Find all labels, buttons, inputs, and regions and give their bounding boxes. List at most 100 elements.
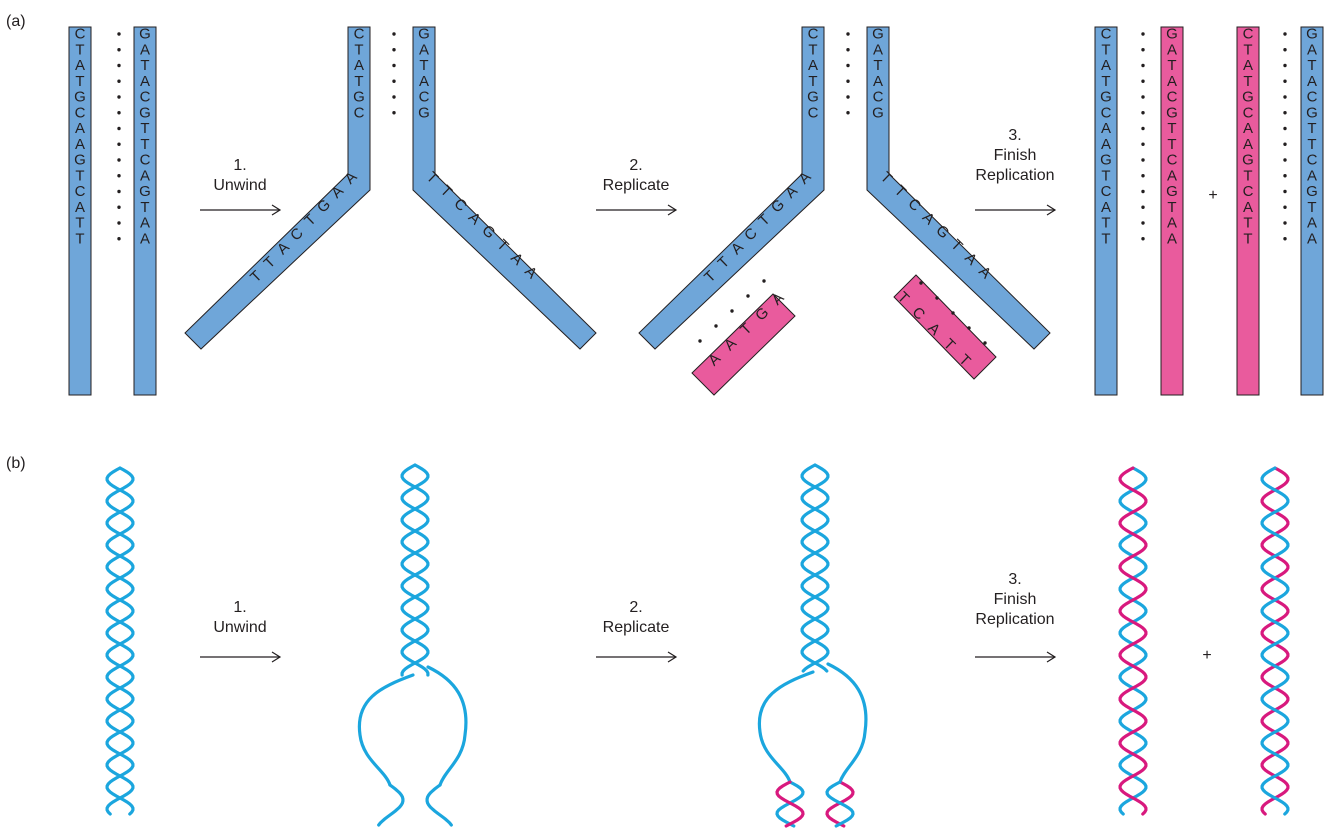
base-letter: A bbox=[75, 120, 85, 137]
base-pair-dot bbox=[846, 32, 850, 36]
step-number: 3. bbox=[1008, 127, 1021, 144]
base-letter: T bbox=[1307, 57, 1316, 74]
base-pair-dot bbox=[117, 79, 121, 83]
base-pair-dots bbox=[846, 32, 850, 115]
base-letter: C bbox=[140, 152, 151, 169]
unwound-strand bbox=[757, 670, 815, 784]
base-letter: A bbox=[1101, 136, 1111, 153]
helix-strand bbox=[1260, 466, 1290, 816]
base-letter: G bbox=[139, 26, 151, 43]
base-letter: T bbox=[1243, 73, 1252, 90]
helix-strand bbox=[400, 463, 430, 677]
helix-strand bbox=[105, 466, 135, 816]
base-pair-dot bbox=[762, 279, 766, 283]
base-letter: C bbox=[808, 104, 819, 121]
base-pair-dot bbox=[392, 48, 396, 52]
base-letter: C bbox=[1307, 89, 1318, 106]
step-number: 1. bbox=[233, 157, 246, 174]
unwound-strand bbox=[357, 673, 415, 787]
base-letter: T bbox=[1307, 120, 1316, 137]
base-letter: G bbox=[1166, 26, 1178, 43]
base-letter: A bbox=[808, 57, 818, 74]
base-letter: G bbox=[1166, 104, 1178, 121]
step-text: Replication bbox=[975, 611, 1054, 628]
base-letter: T bbox=[1167, 199, 1176, 216]
arrow-head bbox=[271, 204, 282, 216]
base-letter: T bbox=[1307, 199, 1316, 216]
base-letter: A bbox=[140, 215, 150, 232]
base-pair-dot bbox=[392, 79, 396, 83]
parent-strand-left bbox=[184, 26, 371, 350]
base-letter: G bbox=[418, 26, 430, 43]
base-letter: A bbox=[75, 136, 85, 153]
base-pair-dot bbox=[935, 296, 939, 300]
base-letter: C bbox=[354, 104, 365, 121]
base-pair-dot bbox=[1141, 189, 1145, 194]
helix-strand bbox=[400, 463, 430, 677]
base-letter: A bbox=[140, 167, 150, 184]
base-letter: C bbox=[1307, 152, 1318, 169]
base-pair-dot bbox=[117, 95, 121, 99]
base-letter: T bbox=[1243, 41, 1252, 58]
base-pair-dot bbox=[1283, 189, 1287, 194]
base-letter: T bbox=[1167, 120, 1176, 137]
base-letter: T bbox=[1101, 230, 1110, 247]
panel-a-base-sequence-diagram: CTATGCAAGTCATTGATACGTTCAGTAACTATGCGATACG… bbox=[68, 26, 1324, 396]
base-letter: T bbox=[75, 215, 84, 232]
step-text: Replicate bbox=[603, 619, 670, 636]
base-pair-dot bbox=[1141, 174, 1145, 178]
base-letter: T bbox=[1243, 215, 1252, 232]
base-letter: A bbox=[1307, 167, 1317, 184]
base-pair-dot bbox=[1141, 32, 1145, 36]
base-letter: G bbox=[872, 104, 884, 121]
base-letter: A bbox=[1167, 230, 1177, 247]
base-letter: T bbox=[75, 167, 84, 184]
step-number: 2. bbox=[629, 599, 642, 616]
base-letter: G bbox=[1166, 183, 1178, 200]
base-pair-dot bbox=[1141, 142, 1145, 146]
unwound-strand bbox=[425, 783, 453, 827]
base-pair-dot bbox=[951, 311, 955, 315]
base-letter: T bbox=[1167, 57, 1176, 74]
base-pair-dot bbox=[392, 95, 396, 99]
base-letter: T bbox=[808, 73, 817, 90]
base-pair-dot bbox=[117, 48, 121, 52]
step-labels: 1.Unwind2.Replicate3.FinishReplication1.… bbox=[200, 127, 1218, 664]
base-letter: T bbox=[140, 120, 149, 137]
base-pair-dot bbox=[1283, 48, 1287, 52]
base-letter: G bbox=[139, 183, 151, 200]
base-letter: A bbox=[1243, 57, 1253, 74]
helix-strand bbox=[800, 463, 830, 673]
base-letter: A bbox=[419, 73, 429, 90]
base-letter: T bbox=[354, 73, 363, 90]
base-pair-dot bbox=[117, 63, 121, 68]
base-pair-dot bbox=[1141, 221, 1145, 225]
base-letter: G bbox=[1306, 26, 1318, 43]
base-letter: G bbox=[1306, 104, 1318, 121]
base-letter: A bbox=[1101, 57, 1111, 74]
unwound-strand bbox=[826, 662, 868, 784]
arrow bbox=[200, 204, 282, 216]
base-letter: C bbox=[75, 26, 86, 43]
base-letter: G bbox=[139, 104, 151, 121]
base-pair-dot bbox=[1283, 158, 1287, 162]
base-pair-dot bbox=[846, 111, 850, 115]
unwound-strand bbox=[426, 665, 468, 787]
base-letter: T bbox=[1243, 167, 1252, 184]
base-pair-dot bbox=[1283, 205, 1287, 209]
base-letter: T bbox=[75, 41, 84, 58]
step-number: 3. bbox=[1008, 571, 1021, 588]
base-pair-dot bbox=[698, 339, 702, 343]
base-pair-dot bbox=[919, 281, 923, 285]
base-letter: A bbox=[1307, 73, 1317, 90]
base-letter: A bbox=[140, 41, 150, 58]
base-pair-dots bbox=[392, 32, 396, 115]
base-letter: G bbox=[872, 26, 884, 43]
base-letter: C bbox=[75, 183, 86, 200]
base-pair-dot bbox=[1283, 126, 1287, 131]
base-pair-dot bbox=[1283, 63, 1287, 68]
base-letter: T bbox=[1101, 215, 1110, 232]
helix-strand bbox=[800, 463, 830, 673]
